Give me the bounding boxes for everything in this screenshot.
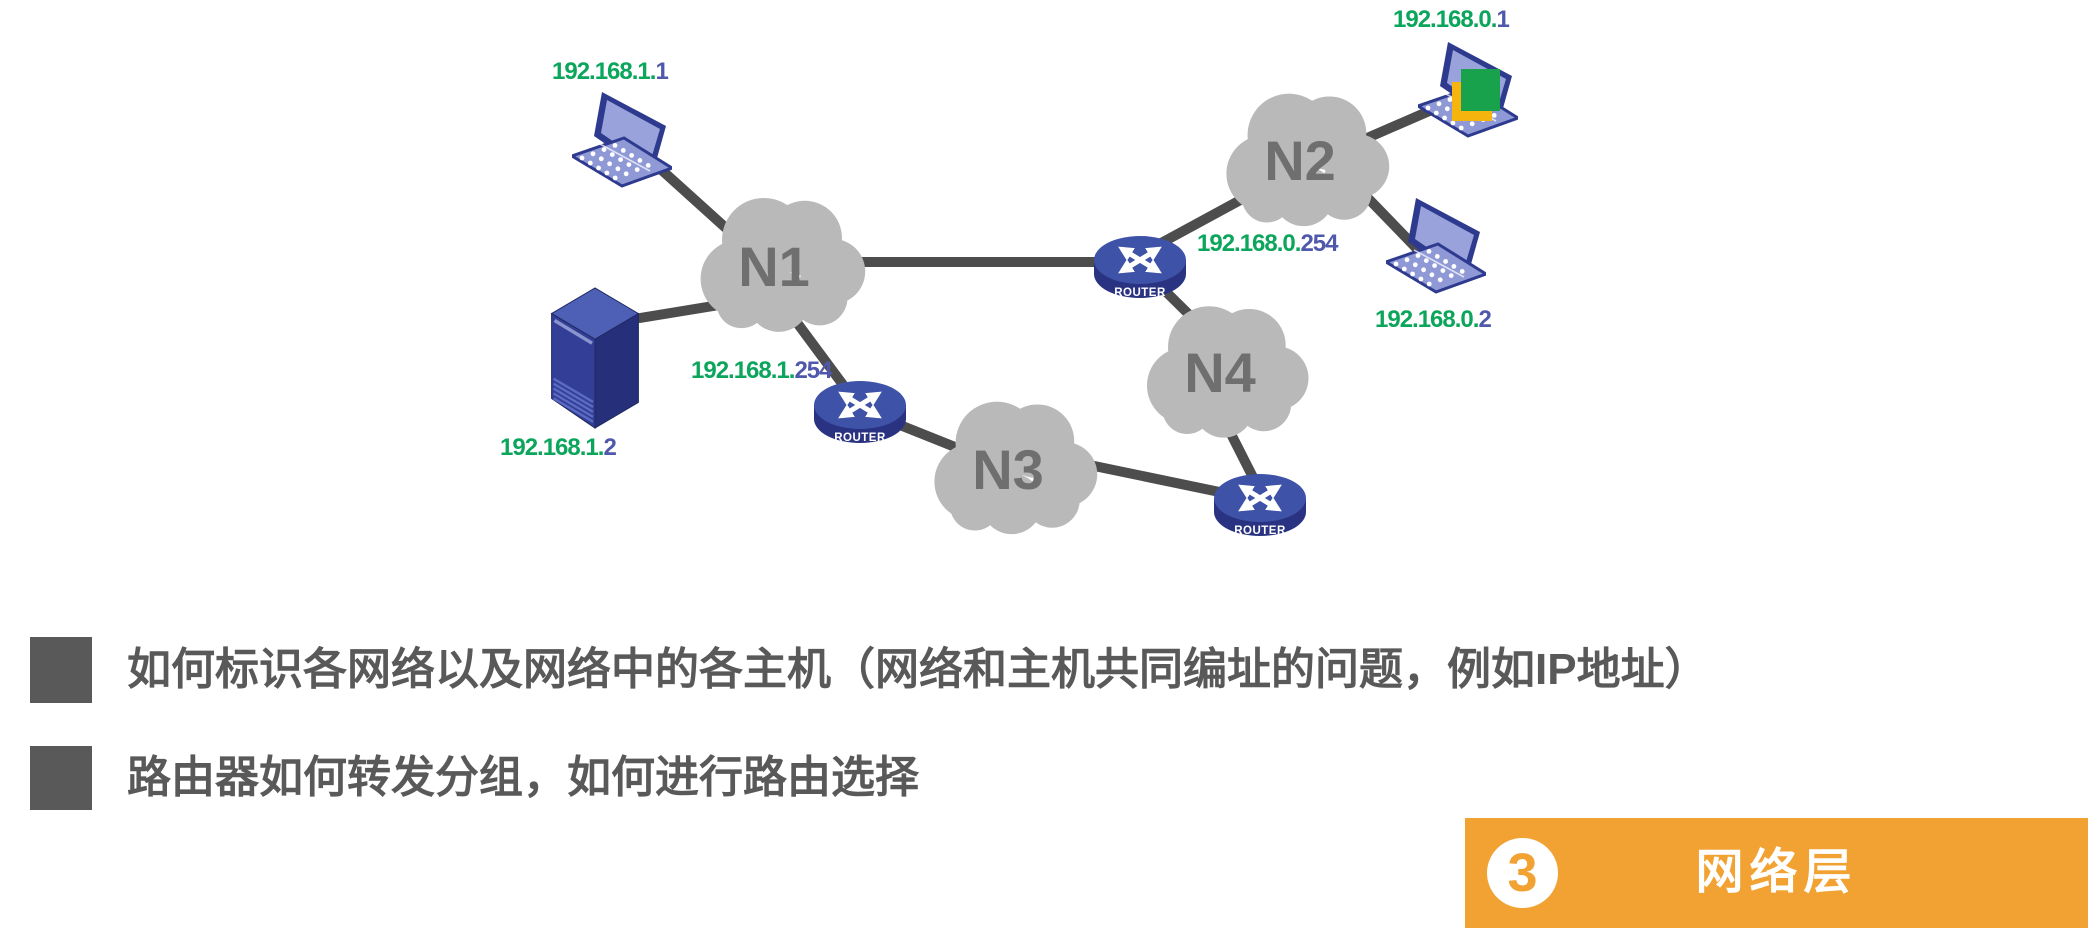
ip-host-part: 2	[1478, 306, 1491, 333]
ip-label-laptop1: 192.168.1.1	[552, 58, 669, 85]
bullet-item-1: 如何标识各网络以及网络中的各主机（网络和主机共同编址的问题，例如IP地址）	[30, 637, 1709, 703]
ip-host-part: 1	[655, 58, 668, 85]
cloud-label-n1: N1	[738, 235, 810, 298]
ip-host-part: 1	[1496, 6, 1509, 33]
ip-network-part: 192.168.0.	[1375, 306, 1479, 333]
ip-host-part: 2	[603, 434, 616, 461]
router-icon-top	[1094, 236, 1186, 299]
bullet-square-icon	[30, 746, 92, 810]
ip-host-part: 254	[1300, 230, 1338, 257]
ip-network-part: 192.168.1.	[691, 357, 795, 384]
ip-network-part: 192.168.0.	[1393, 6, 1497, 33]
ip-label-laptop2: 192.168.0.2	[1375, 306, 1492, 333]
ip-label-server: 192.168.1.2	[500, 434, 617, 461]
cloud-label-n3: N3	[972, 438, 1044, 501]
highlight-square-icon	[1461, 69, 1500, 111]
server-icon	[549, 286, 641, 430]
router-icon-bottom	[1214, 474, 1306, 537]
ip-host-part: 254	[794, 357, 832, 384]
chapter-banner: 网络层 3	[1465, 818, 2088, 928]
ip-label-router1: 192.168.1.254	[691, 357, 832, 384]
network-topology-diagram: ROUTER N1 N2 N3 N4	[549, 40, 1518, 570]
bullet-item-2: 路由器如何转发分组，如何进行路由选择	[30, 746, 919, 810]
bullet-text: 路由器如何转发分组，如何进行路由选择	[127, 753, 919, 802]
bullet-square-icon	[30, 637, 92, 703]
laptop-icon-2	[1386, 196, 1486, 294]
cloud-label-n4: N4	[1184, 341, 1256, 404]
ip-network-part: 192.168.0.	[1197, 230, 1301, 257]
ip-label-router2: 192.168.0.254	[1197, 230, 1338, 257]
ip-network-part: 192.168.1.	[500, 434, 604, 461]
ip-network-part: 192.168.1.	[552, 58, 656, 85]
ip-label-pc1: 192.168.0.1	[1393, 6, 1510, 33]
chapter-number-badge: 3	[1487, 838, 1558, 908]
chapter-title: 网络层	[1695, 846, 1858, 899]
laptop-icon-1	[572, 90, 672, 188]
router-icon-left	[814, 381, 906, 444]
cloud-label-n2: N2	[1264, 129, 1336, 192]
bullet-text: 如何标识各网络以及网络中的各主机（网络和主机共同编址的问题，例如IP地址）	[127, 645, 1709, 694]
